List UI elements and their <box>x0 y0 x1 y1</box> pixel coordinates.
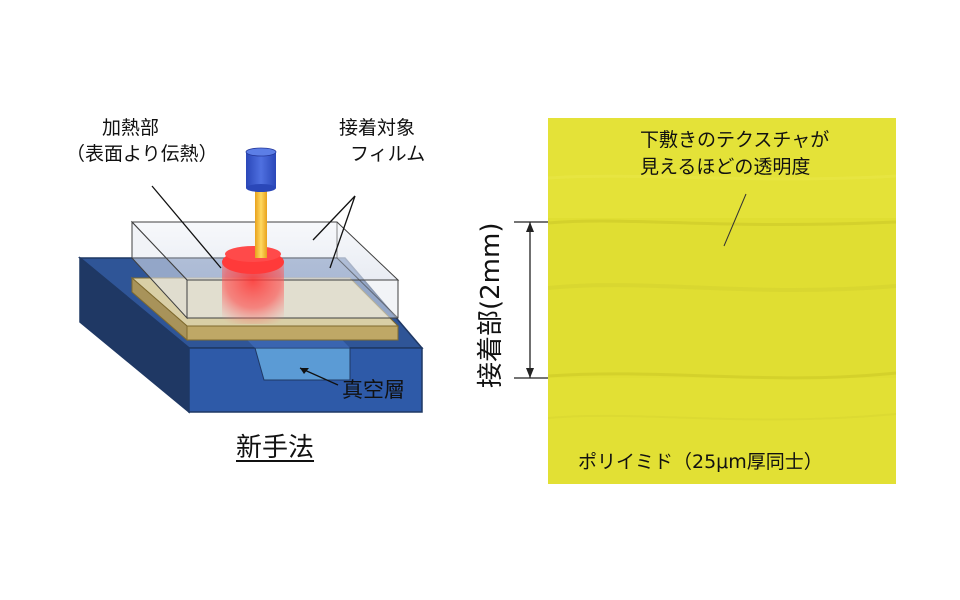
transparency-label-line1: 下敷きのテクスチャが <box>640 129 830 151</box>
bond-width-label: 接着部(2mm) <box>476 222 506 388</box>
film-texture <box>548 118 896 484</box>
material-label: ポリイミド（25μm厚同士） <box>578 451 823 473</box>
transparency-label-line2: 見えるほどの透明度 <box>640 156 811 178</box>
diagram-caption: 新手法 <box>236 433 315 463</box>
leader-vacuum-arrowhead <box>300 368 309 374</box>
leader-film-bottom <box>329 195 356 269</box>
transparency-leader <box>723 193 747 247</box>
film-label-line1: 接着対象 <box>339 117 416 139</box>
leader-film-top <box>312 195 356 241</box>
film-label-line2: フィルム <box>350 143 426 165</box>
heater-rod <box>255 186 267 258</box>
polyimide-photo <box>548 118 896 484</box>
vacuum-label: 真空層 <box>342 378 405 402</box>
heating-zone <box>222 246 284 324</box>
heating-label-line1: 加熱部 <box>102 117 160 139</box>
heater-probe-cylinder <box>245 147 277 192</box>
heating-label-line2: （表面より伝熱） <box>66 143 218 165</box>
leader-heating <box>151 185 222 269</box>
